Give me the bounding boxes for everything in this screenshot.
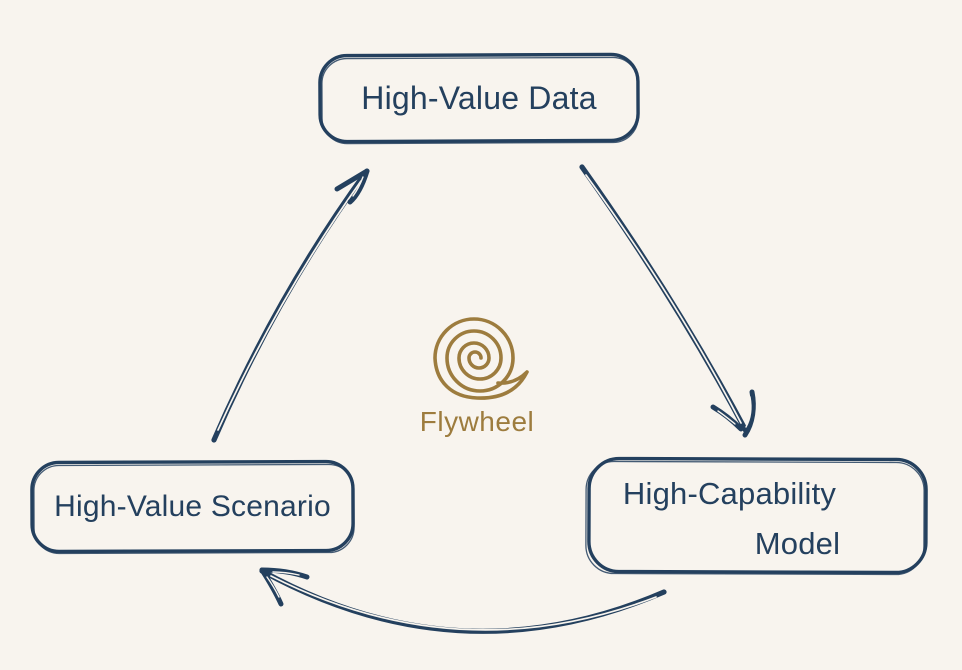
node-border-sketch-line xyxy=(33,463,355,555)
arrowhead-barb xyxy=(259,567,310,580)
node-box-high-capability-model xyxy=(585,456,928,576)
arrowhead-gap xyxy=(745,396,752,428)
arrow-model-to-scenario xyxy=(259,567,667,634)
arrow-shaft xyxy=(259,568,667,634)
node-box-high-value-scenario xyxy=(30,459,355,555)
arrow-shaft-gap xyxy=(585,174,742,424)
arrow-shaft xyxy=(211,169,369,443)
node-border-sketch-line xyxy=(585,460,925,576)
arrow-scenario-to-data xyxy=(211,168,370,443)
node-border xyxy=(587,456,928,575)
arrowhead-gap xyxy=(272,571,300,576)
arrowhead-barb xyxy=(259,567,284,607)
arrowhead-barb xyxy=(347,168,370,205)
arrowhead-gap xyxy=(266,576,280,598)
node-border xyxy=(318,52,640,144)
arrowhead-gap xyxy=(717,410,736,425)
arrowhead-barb xyxy=(334,168,370,192)
node-border xyxy=(30,459,355,554)
arrow-shaft xyxy=(579,164,749,434)
arrowhead-barb xyxy=(710,404,744,432)
arrow-shaft-gap xyxy=(270,575,657,631)
arrowhead-barb xyxy=(742,389,756,438)
arrow-shaft-gap xyxy=(217,180,362,431)
arrow-data-to-model xyxy=(579,164,756,438)
spiral-icon xyxy=(433,317,529,400)
node-box-high-value-data xyxy=(318,52,640,145)
arrowhead-gap xyxy=(352,176,364,197)
node-border-sketch-line xyxy=(321,56,639,145)
